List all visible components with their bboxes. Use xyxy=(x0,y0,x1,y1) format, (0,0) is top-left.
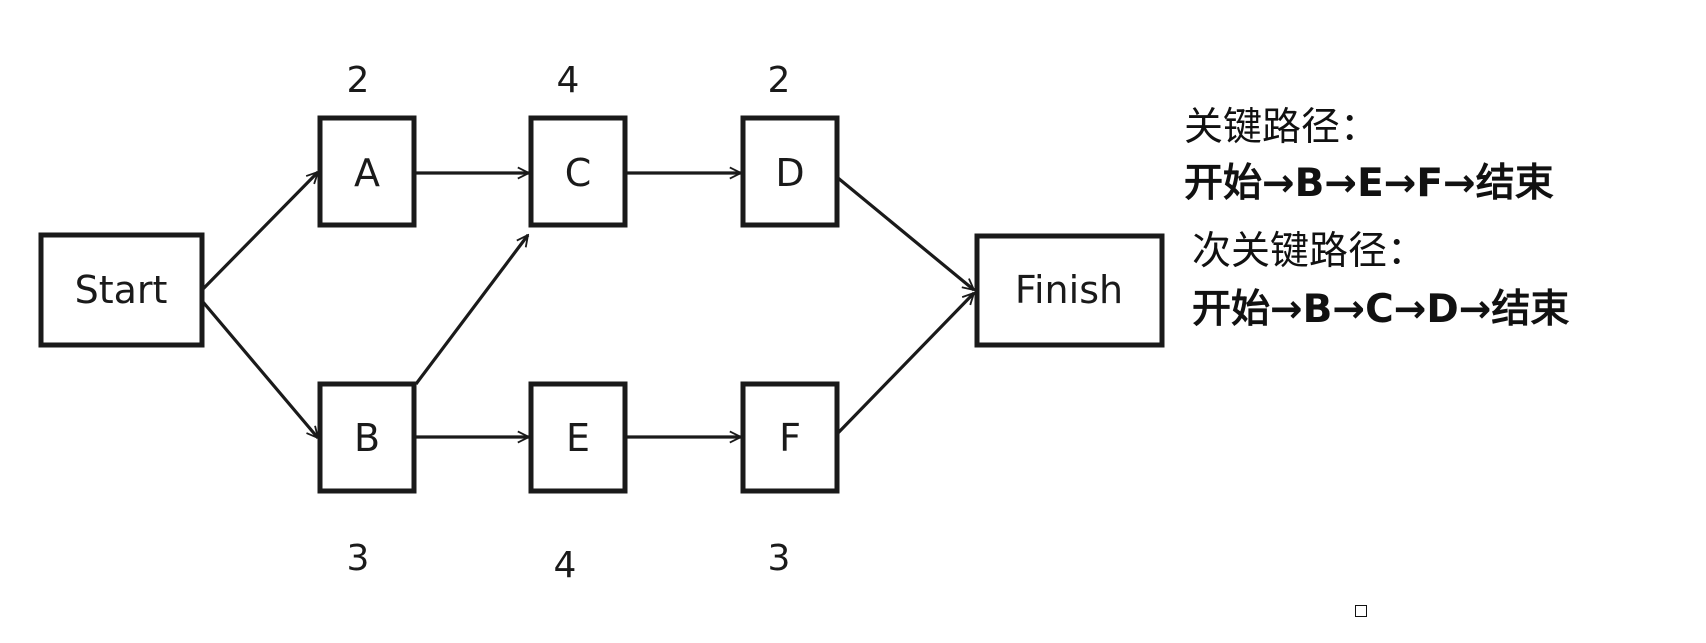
node-label: F xyxy=(779,416,801,460)
node-label: Start xyxy=(75,268,168,312)
node-label: B xyxy=(354,416,380,460)
duration-f: 3 xyxy=(768,538,791,579)
node-f: F xyxy=(740,381,840,494)
node-d: D xyxy=(740,115,840,228)
node-start: Start xyxy=(38,232,205,348)
critical-path-label: 关键路径： xyxy=(1184,105,1380,150)
edges xyxy=(201,172,974,438)
secondary-path-label: 次关键路径： xyxy=(1192,229,1427,274)
checkbox-square-icon xyxy=(1355,605,1367,617)
edge-b-c xyxy=(414,235,530,385)
secondary-path: 开始→B→C→D→结束 xyxy=(1192,287,1570,332)
edge-start-b xyxy=(201,300,318,438)
node-b: B xyxy=(317,381,417,494)
duration-c: 4 xyxy=(557,60,580,101)
edge-start-a xyxy=(201,172,318,291)
node-finish: Finish xyxy=(974,233,1165,348)
node-label: C xyxy=(565,151,592,195)
duration-e: 4 xyxy=(554,545,577,586)
edge-f-finish xyxy=(836,293,974,435)
node-e: E xyxy=(528,381,628,494)
node-label: A xyxy=(354,151,380,195)
duration-d: 2 xyxy=(768,60,791,101)
critical-path: 开始→B→E→F→结束 xyxy=(1184,161,1554,206)
node-c: C xyxy=(528,115,628,228)
node-label: D xyxy=(775,151,804,195)
node-a: A xyxy=(317,115,417,228)
duration-b: 3 xyxy=(347,538,370,579)
node-label: E xyxy=(566,416,590,460)
duration-a: 2 xyxy=(347,60,370,101)
node-label: Finish xyxy=(1015,268,1123,312)
edge-d-finish xyxy=(836,176,974,290)
